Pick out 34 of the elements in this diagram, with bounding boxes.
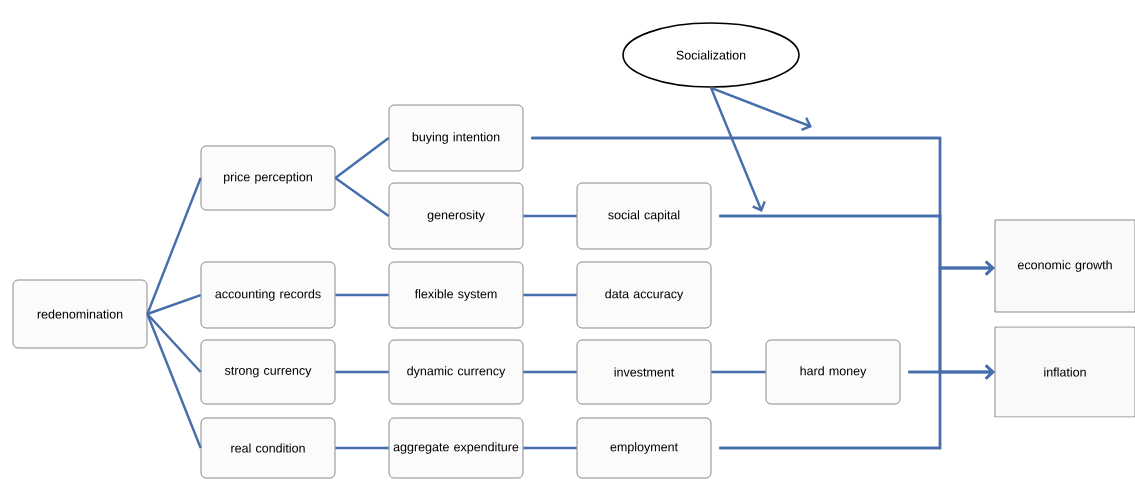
connector-line	[523, 293, 577, 297]
concept-box: social capital	[576, 182, 712, 250]
outcome-box: economic growth	[994, 219, 1135, 313]
connector-line	[334, 177, 390, 217]
concept-box: investment	[576, 339, 712, 405]
concept-box: employment	[576, 417, 712, 479]
arrow	[710, 86, 812, 131]
connector-line	[146, 177, 202, 315]
concept-box: redenomination	[12, 279, 148, 349]
concept-box: generosity	[388, 182, 524, 250]
connector-line	[335, 370, 389, 374]
concept-box: aggregate expenditure	[388, 417, 524, 479]
connector-line	[523, 446, 577, 450]
concept-box: flexible system	[388, 261, 524, 329]
outcome-box: inflation	[994, 326, 1135, 418]
arrow	[719, 364, 995, 450]
concept-box: hard money	[765, 339, 901, 405]
concept-box: real condition	[200, 417, 336, 479]
concept-box: data accuracy	[576, 261, 712, 329]
concept-box: accounting records	[200, 261, 336, 329]
connector-line	[146, 293, 202, 316]
connector-line	[146, 313, 202, 373]
connector-line	[146, 313, 202, 449]
concept-box: buying intention	[388, 104, 524, 172]
concept-box: price perception	[200, 145, 336, 211]
connector-line	[523, 370, 577, 374]
connector-line	[335, 293, 389, 297]
concept-box: dynamic currency	[388, 339, 524, 405]
concept-box: strong currency	[200, 339, 336, 405]
connector-line	[334, 137, 390, 179]
connector-line	[523, 214, 577, 218]
connector-line	[335, 446, 389, 450]
connector-line	[711, 370, 766, 374]
arrow	[709, 87, 766, 212]
